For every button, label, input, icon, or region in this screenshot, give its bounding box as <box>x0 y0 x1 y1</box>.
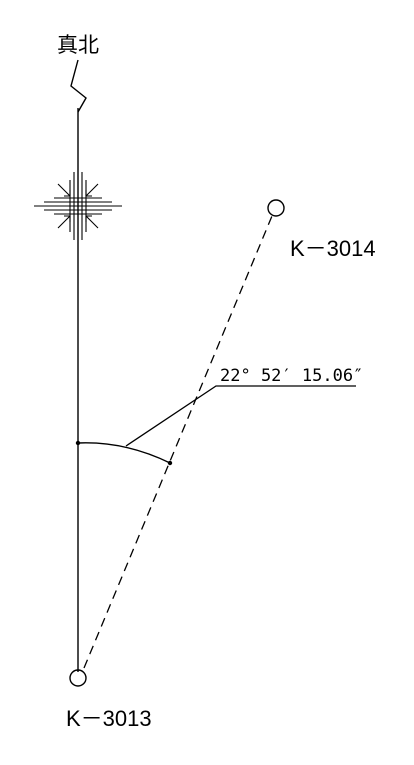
north-arrow-break <box>70 59 87 113</box>
station-k3013-marker <box>69 669 87 687</box>
station-k3014-label: K－3014 <box>290 236 376 261</box>
angle-value-label: 22° 52′ 15.06″ <box>220 366 363 386</box>
angle-leader-line <box>125 385 356 447</box>
compass-mark-icon <box>34 172 122 240</box>
arc-end-dot <box>167 460 173 466</box>
true-north-label: 真北 <box>57 34 99 57</box>
angle-arc <box>77 442 171 464</box>
station-k3013-label: K－3013 <box>66 706 152 731</box>
arc-start-dot <box>75 440 81 446</box>
traverse-dashed-line <box>83 215 273 669</box>
station-k3014-marker <box>267 199 285 217</box>
